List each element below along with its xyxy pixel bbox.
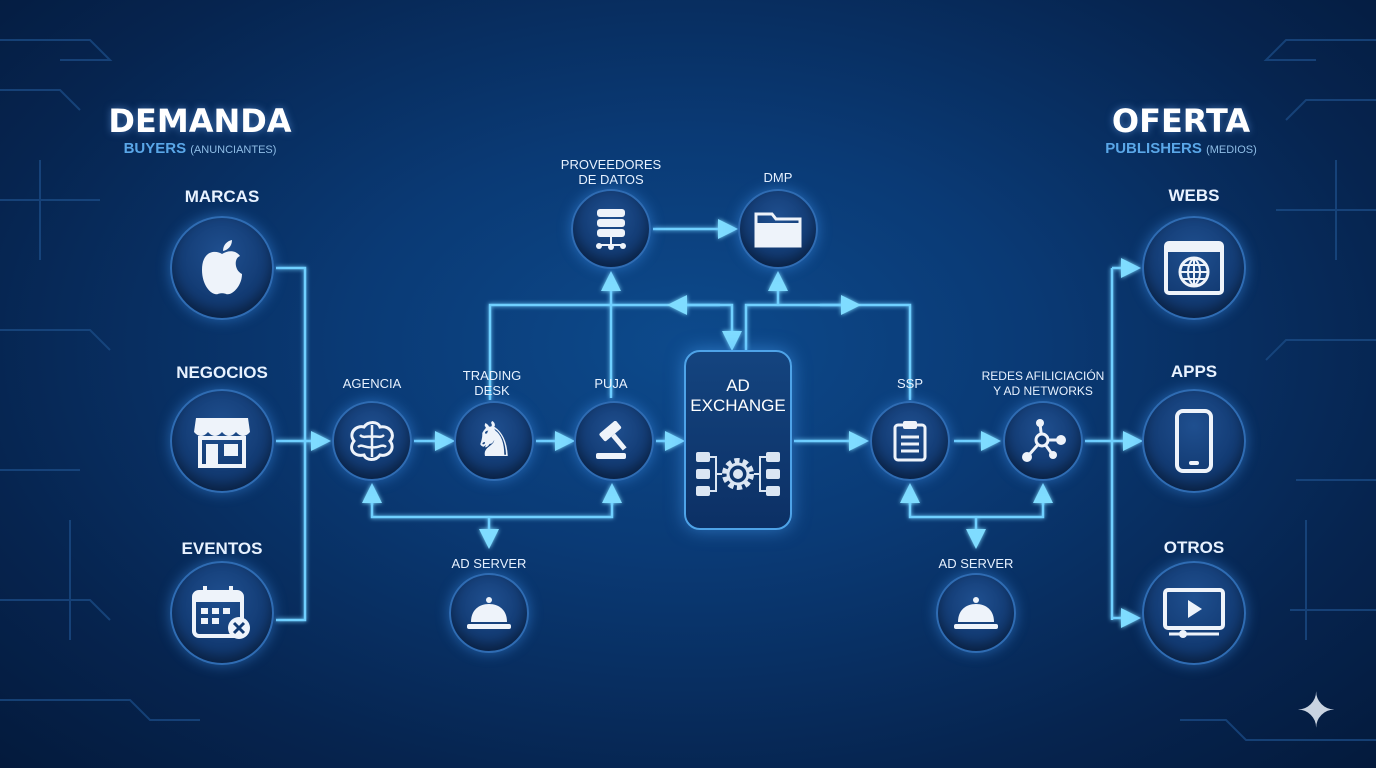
exchange-gear-icon (696, 452, 780, 496)
dmp-node[interactable] (738, 189, 818, 269)
otros-label: OTROS (1163, 538, 1225, 557)
demand-subtitle: BUYERS (ANUNCIANTES) (80, 140, 320, 157)
agencia-node[interactable] (332, 401, 412, 481)
supply-subtitle-main: PUBLISHERS (1105, 140, 1202, 157)
store-icon (194, 418, 250, 468)
puja-label: PUJA (594, 376, 628, 391)
supply-subtitle-note: (MEDIOS) (1206, 144, 1257, 156)
smartphone-icon (1175, 409, 1213, 473)
puja-node[interactable] (574, 401, 654, 481)
browser-globe-icon (1164, 241, 1224, 295)
ad-exchange-box[interactable]: AD EXCHANGE (684, 350, 792, 530)
trading-desk-node[interactable]: ♞ (454, 401, 534, 481)
clipboard-icon (893, 421, 927, 462)
trading-desk-label-line1: TRADING (462, 368, 522, 383)
ad-server-right-node[interactable] (936, 573, 1016, 653)
gavel-icon (596, 421, 627, 459)
eventos-node[interactable] (170, 561, 274, 665)
ad-server-right-label: AD SERVER (938, 556, 1014, 571)
dmp-label: DMP (763, 170, 793, 185)
demand-subtitle-main: BUYERS (123, 140, 187, 157)
service-bell-icon (954, 597, 998, 629)
proveedores-node[interactable] (571, 189, 651, 269)
agencia-label: AGENCIA (342, 376, 402, 391)
redes-node[interactable] (1003, 401, 1083, 481)
apple-icon (202, 240, 242, 295)
sparkle-icon: ✦ (1296, 685, 1337, 738)
ad-server-left-label: AD SERVER (451, 556, 527, 571)
database-icon (596, 209, 626, 250)
ad-exchange-label-line1: AD (726, 376, 750, 395)
network-hub-icon (1022, 419, 1066, 462)
demand-subtitle-note: (ANUNCIANTES) (190, 144, 277, 156)
circuit-decoration-left (0, 39, 200, 721)
service-bell-icon (467, 597, 511, 629)
redes-label-line2: Y AD NETWORKS (993, 384, 1093, 398)
webs-node[interactable] (1142, 216, 1246, 320)
supply-subtitle: PUBLISHERS (MEDIOS) (1061, 140, 1301, 157)
marcas-node[interactable] (170, 216, 274, 320)
ad-server-left-node[interactable] (449, 573, 529, 653)
webs-label: WEBS (1168, 186, 1220, 205)
proveedores-label-line1: PROVEEDORES (560, 157, 662, 172)
trading-desk-label-line2: DESK (474, 383, 510, 398)
apps-node[interactable] (1142, 389, 1246, 493)
ssp-label: SSP (896, 376, 923, 391)
brain-icon (350, 421, 394, 461)
supply-title: OFERTA (1111, 102, 1251, 140)
ad-exchange-label-line2: EXCHANGE (690, 396, 786, 415)
video-player-icon (1163, 588, 1225, 638)
calendar-icon (192, 586, 250, 639)
proveedores-label-line2: DE DATOS (578, 172, 644, 187)
marcas-label: MARCAS (184, 187, 260, 206)
apps-label: APPS (1170, 362, 1218, 381)
demand-title: DEMANDA (108, 102, 292, 140)
folder-icon (754, 212, 802, 248)
negocios-label: NEGOCIOS (176, 363, 268, 382)
chess-knight-icon: ♞ (472, 414, 516, 467)
redes-label-line1: REDES AFILICIACIÓN (981, 369, 1105, 383)
flow-arrows (276, 219, 1143, 628)
ssp-node[interactable] (870, 401, 950, 481)
circuit-decoration-right (1180, 39, 1376, 741)
otros-node[interactable] (1142, 561, 1246, 665)
negocios-node[interactable] (170, 389, 274, 493)
eventos-label: EVENTOS (181, 539, 263, 558)
